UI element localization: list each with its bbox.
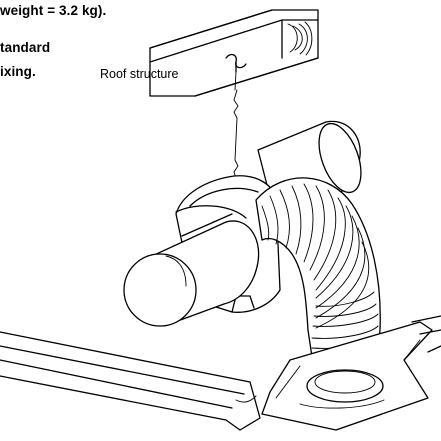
- roof-beam: [149, 9, 319, 97]
- caption-weight: weight = 3.2 kg).: [0, 3, 107, 18]
- caption-standard: tandard: [0, 40, 51, 55]
- caption-fixing: ixing.: [0, 64, 36, 79]
- roof-structure-label: Roof structure: [100, 67, 179, 81]
- fan-cylinder-front: [123, 205, 260, 327]
- roof-flashing: [261, 321, 433, 431]
- roof-laths: [0, 315, 441, 431]
